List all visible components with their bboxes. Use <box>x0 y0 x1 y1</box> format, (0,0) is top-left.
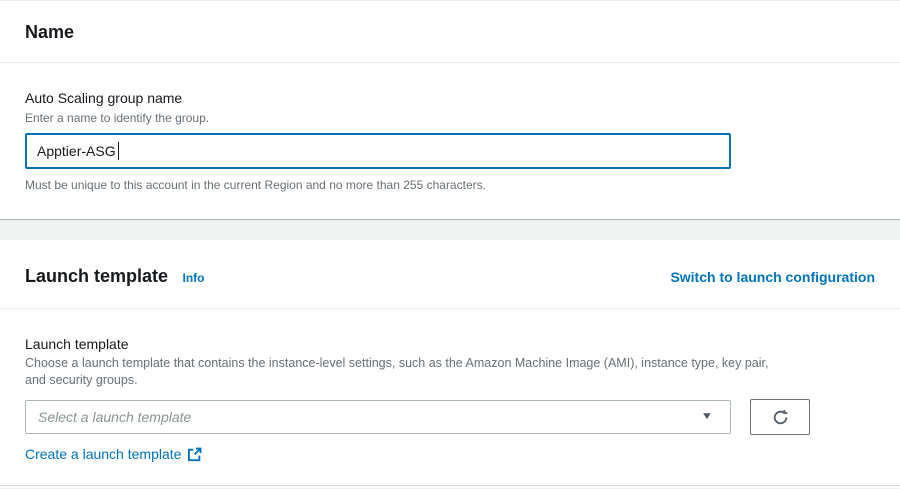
asg-name-input-wrap <box>25 133 731 169</box>
launch-template-select-row: Select a launch template ▼ <box>25 399 875 435</box>
launch-template-title: Launch template <box>25 266 169 286</box>
create-launch-template-link[interactable]: Create a launch template <box>25 446 182 462</box>
refresh-icon <box>773 409 787 424</box>
section-gap <box>0 220 900 240</box>
launch-template-header: Launch template Info Switch to launch co… <box>0 240 900 309</box>
launch-template-title-group: Launch template Info <box>25 265 204 287</box>
external-link-icon <box>188 447 202 461</box>
name-section-title: Name <box>25 22 75 42</box>
launch-template-select-placeholder: Select a launch template <box>38 409 192 425</box>
launch-template-field-label: Launch template <box>25 336 129 352</box>
chevron-down-icon: ▼ <box>700 411 714 422</box>
launch-template-description-line2: and security groups. <box>25 373 138 387</box>
asg-name-input[interactable] <box>25 133 731 169</box>
launch-template-description-line1: Choose a launch template that contains t… <box>25 356 769 370</box>
asg-name-label: Auto Scaling group name <box>25 90 183 106</box>
info-link[interactable]: Info <box>182 271 205 285</box>
launch-template-body: Launch template Choose a launch template… <box>0 309 900 463</box>
asg-name-constraint: Must be unique to this account in the cu… <box>25 178 486 192</box>
launch-template-description: Choose a launch template that contains t… <box>25 355 875 389</box>
refresh-button[interactable] <box>750 399 810 435</box>
asg-name-description: Enter a name to identify the group. <box>25 111 210 125</box>
launch-template-select[interactable]: Select a launch template ▼ <box>25 400 731 434</box>
name-section: Name Auto Scaling group name Enter a nam… <box>0 0 900 220</box>
create-launch-template-row: Create a launch template <box>25 445 875 463</box>
name-section-body: Auto Scaling group name Enter a name to … <box>0 63 900 193</box>
launch-template-section: Launch template Info Switch to launch co… <box>0 240 900 488</box>
text-caret <box>118 142 119 160</box>
name-section-header: Name <box>0 1 900 63</box>
switch-to-launch-configuration-link[interactable]: Switch to launch configuration <box>670 269 875 285</box>
bottom-divider <box>0 485 900 488</box>
